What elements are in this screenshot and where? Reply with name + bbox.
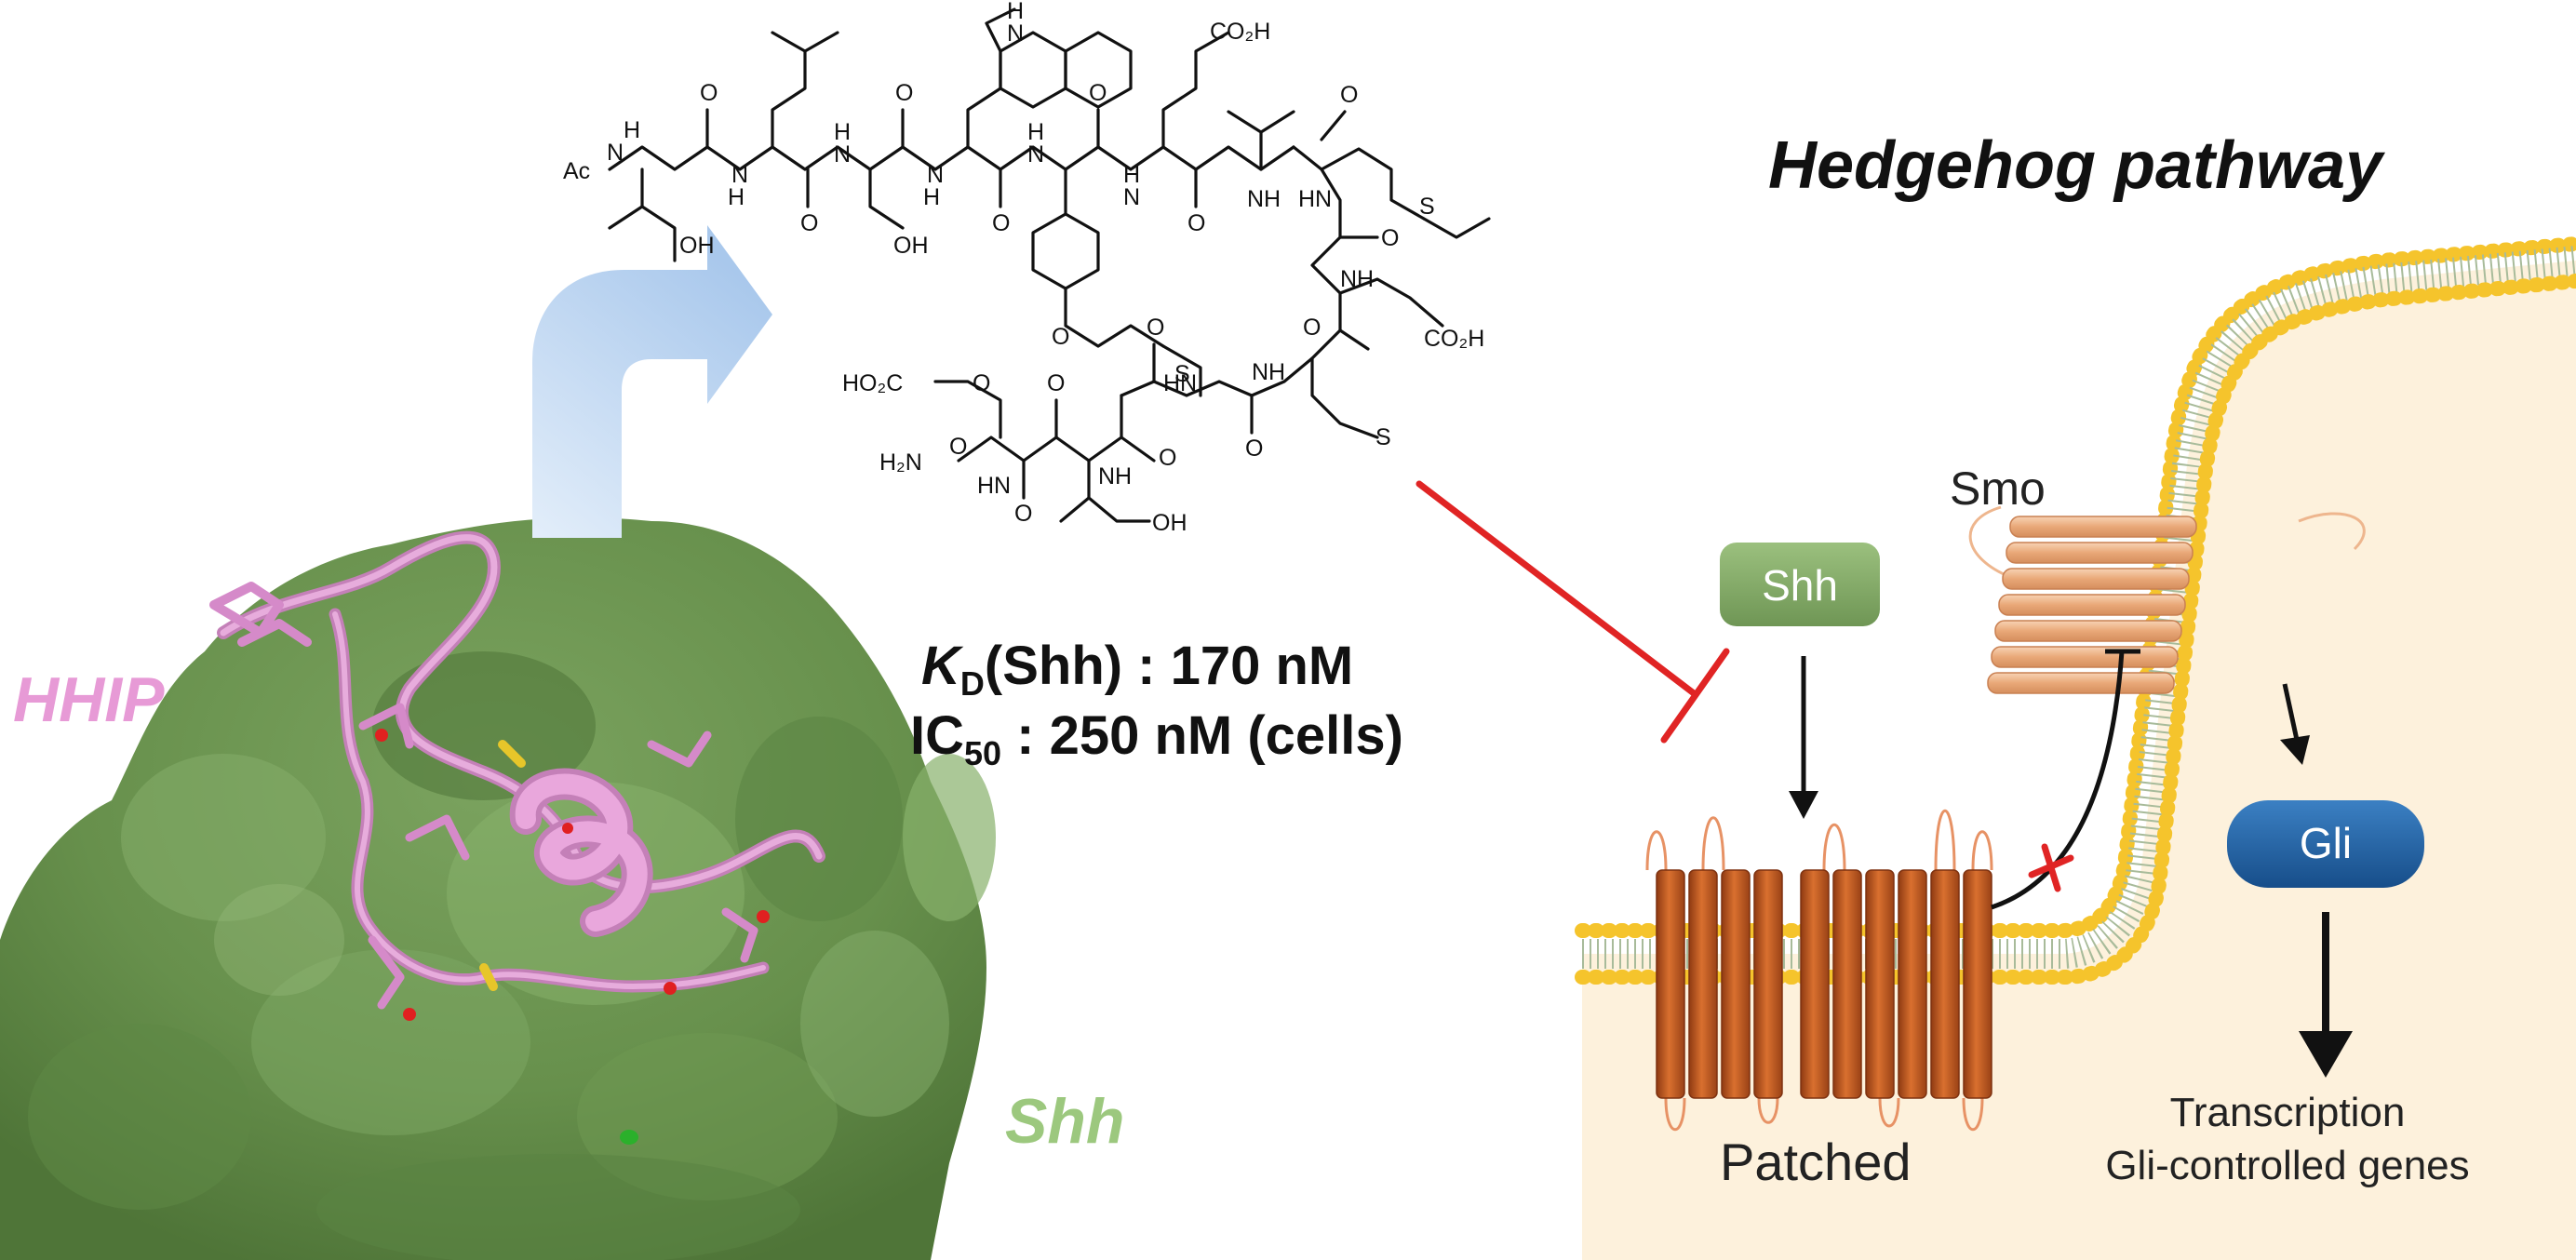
smo-helix-3 (2002, 568, 2190, 590)
patched-helix-5 (1800, 869, 1830, 1099)
ic-symbol: IC (910, 705, 964, 766)
smo-helix-1 (2009, 516, 2197, 538)
atom-oh: OH (893, 233, 929, 259)
atom-o: O (1303, 315, 1321, 341)
atom-h: H (1027, 119, 1044, 145)
kd-symbol: K (921, 636, 964, 696)
shh-protein-label: Shh (1005, 1086, 1124, 1157)
atom-hn: HN (1163, 370, 1197, 396)
atom-o: O (895, 80, 913, 106)
shh-ligand-label: Shh (1762, 561, 1838, 610)
atom-n: N (607, 140, 624, 166)
patched-helix-4 (1753, 869, 1783, 1099)
atom-nh: NH (1252, 359, 1285, 385)
smo-helix-4 (1998, 594, 2186, 616)
pathway-title: Hedgehog pathway (1768, 128, 2386, 203)
kd-text: (Shh) : 170 nM (985, 636, 1353, 696)
shh-ligand-box: Shh (1720, 543, 1880, 626)
atom-s: S (1174, 361, 1190, 387)
patched-helix-10 (1963, 869, 1992, 1099)
patched-helix-6 (1832, 869, 1862, 1099)
patched-helix-7 (1865, 869, 1895, 1099)
atom-o: O (1047, 370, 1065, 396)
atom-o: O (973, 370, 990, 396)
gli-box: Gli (2227, 800, 2424, 888)
atom-h: H (624, 117, 640, 143)
hhip-label: HHIP (13, 664, 165, 735)
atom-ac: Ac (563, 158, 590, 184)
atom-hn: HN (977, 473, 1011, 499)
atom-o: O (949, 434, 967, 460)
atom-o: O (1052, 324, 1069, 350)
transcription-label: Transcription (2170, 1090, 2406, 1135)
patched-helix-8 (1898, 869, 1927, 1099)
atom-nh: NH (1247, 186, 1281, 212)
atom-n: N (731, 162, 748, 188)
atom-n: N (834, 141, 851, 168)
atom-n: N (927, 162, 944, 188)
shh-protein-surface (0, 517, 996, 1260)
atom-co2h: CO₂H (1424, 326, 1484, 352)
atom-h: H (728, 184, 745, 210)
atom-s: S (1375, 424, 1391, 450)
blocked-signal-cross-icon (2028, 843, 2074, 892)
atom-n: N (1123, 184, 1140, 210)
patched-helix-9 (1930, 869, 1960, 1099)
pathway-arrows (1789, 649, 2353, 1078)
atom-o: O (1340, 82, 1358, 108)
atom-o: O (1381, 225, 1399, 251)
atom-ho2c: HO₂C (842, 370, 903, 396)
atom-o: O (800, 210, 818, 236)
smo-helix-7 (1987, 672, 2175, 694)
atom-h: H (1007, 0, 1024, 24)
hhip-peptide (209, 530, 825, 1021)
atom-h: H (1123, 162, 1140, 188)
atom-o: O (700, 80, 718, 106)
smo-label: Smo (1950, 462, 2046, 515)
patched-label: Patched (1720, 1133, 1912, 1191)
smo-helix-2 (2006, 542, 2194, 564)
kd-subscript: D (960, 664, 985, 703)
atom-h2n: H₂N (879, 449, 922, 476)
patched-helix-2 (1688, 869, 1718, 1099)
patched-helix-3 (1721, 869, 1751, 1099)
patched-receptor (1645, 809, 1993, 1131)
atom-n: N (1027, 141, 1044, 168)
atom-o: O (1245, 436, 1263, 462)
ic50-value: IC50 : 250 nM (cells) (910, 705, 1403, 772)
atom-oh: OH (1152, 510, 1187, 536)
ic-text: : 250 nM (cells) (1001, 705, 1403, 766)
atom-o: O (1089, 80, 1107, 106)
ic-subscript: 50 (964, 734, 1001, 772)
gli-label: Gli (2300, 819, 2352, 867)
inhibition-line (1415, 480, 1730, 744)
gli-genes-label: Gli-controlled genes (2105, 1143, 2469, 1188)
kd-value: KD(Shh) : 170 nM (921, 636, 1353, 703)
atom-nh: NH (1340, 266, 1374, 292)
atom-hn: HN (1298, 186, 1332, 212)
atom-o: O (1159, 445, 1176, 471)
atom-o: O (1014, 501, 1032, 527)
atom-oh: OH (679, 233, 715, 259)
smo-helix-5 (1994, 620, 2182, 642)
atom-co2h: CO₂H (1210, 19, 1270, 45)
atom-o: O (1147, 315, 1164, 341)
patched-helix-1 (1656, 869, 1685, 1099)
atom-n: N (1007, 20, 1024, 47)
atom-s: S (1419, 194, 1435, 220)
atom-nh: NH (1098, 463, 1132, 489)
smo-receptor (1968, 505, 2366, 694)
atom-h: H (834, 119, 851, 145)
atom-h: H (923, 184, 940, 210)
atom-o: O (1187, 210, 1205, 236)
curved-arrow-icon (532, 225, 772, 538)
cell-membrane (1575, 236, 2576, 1260)
atom-o: O (992, 210, 1010, 236)
peptide-structure: Ac H N OH O H N O H N OH O H N O H N H N… (563, 0, 1491, 536)
smo-helix-6 (1991, 646, 2179, 668)
